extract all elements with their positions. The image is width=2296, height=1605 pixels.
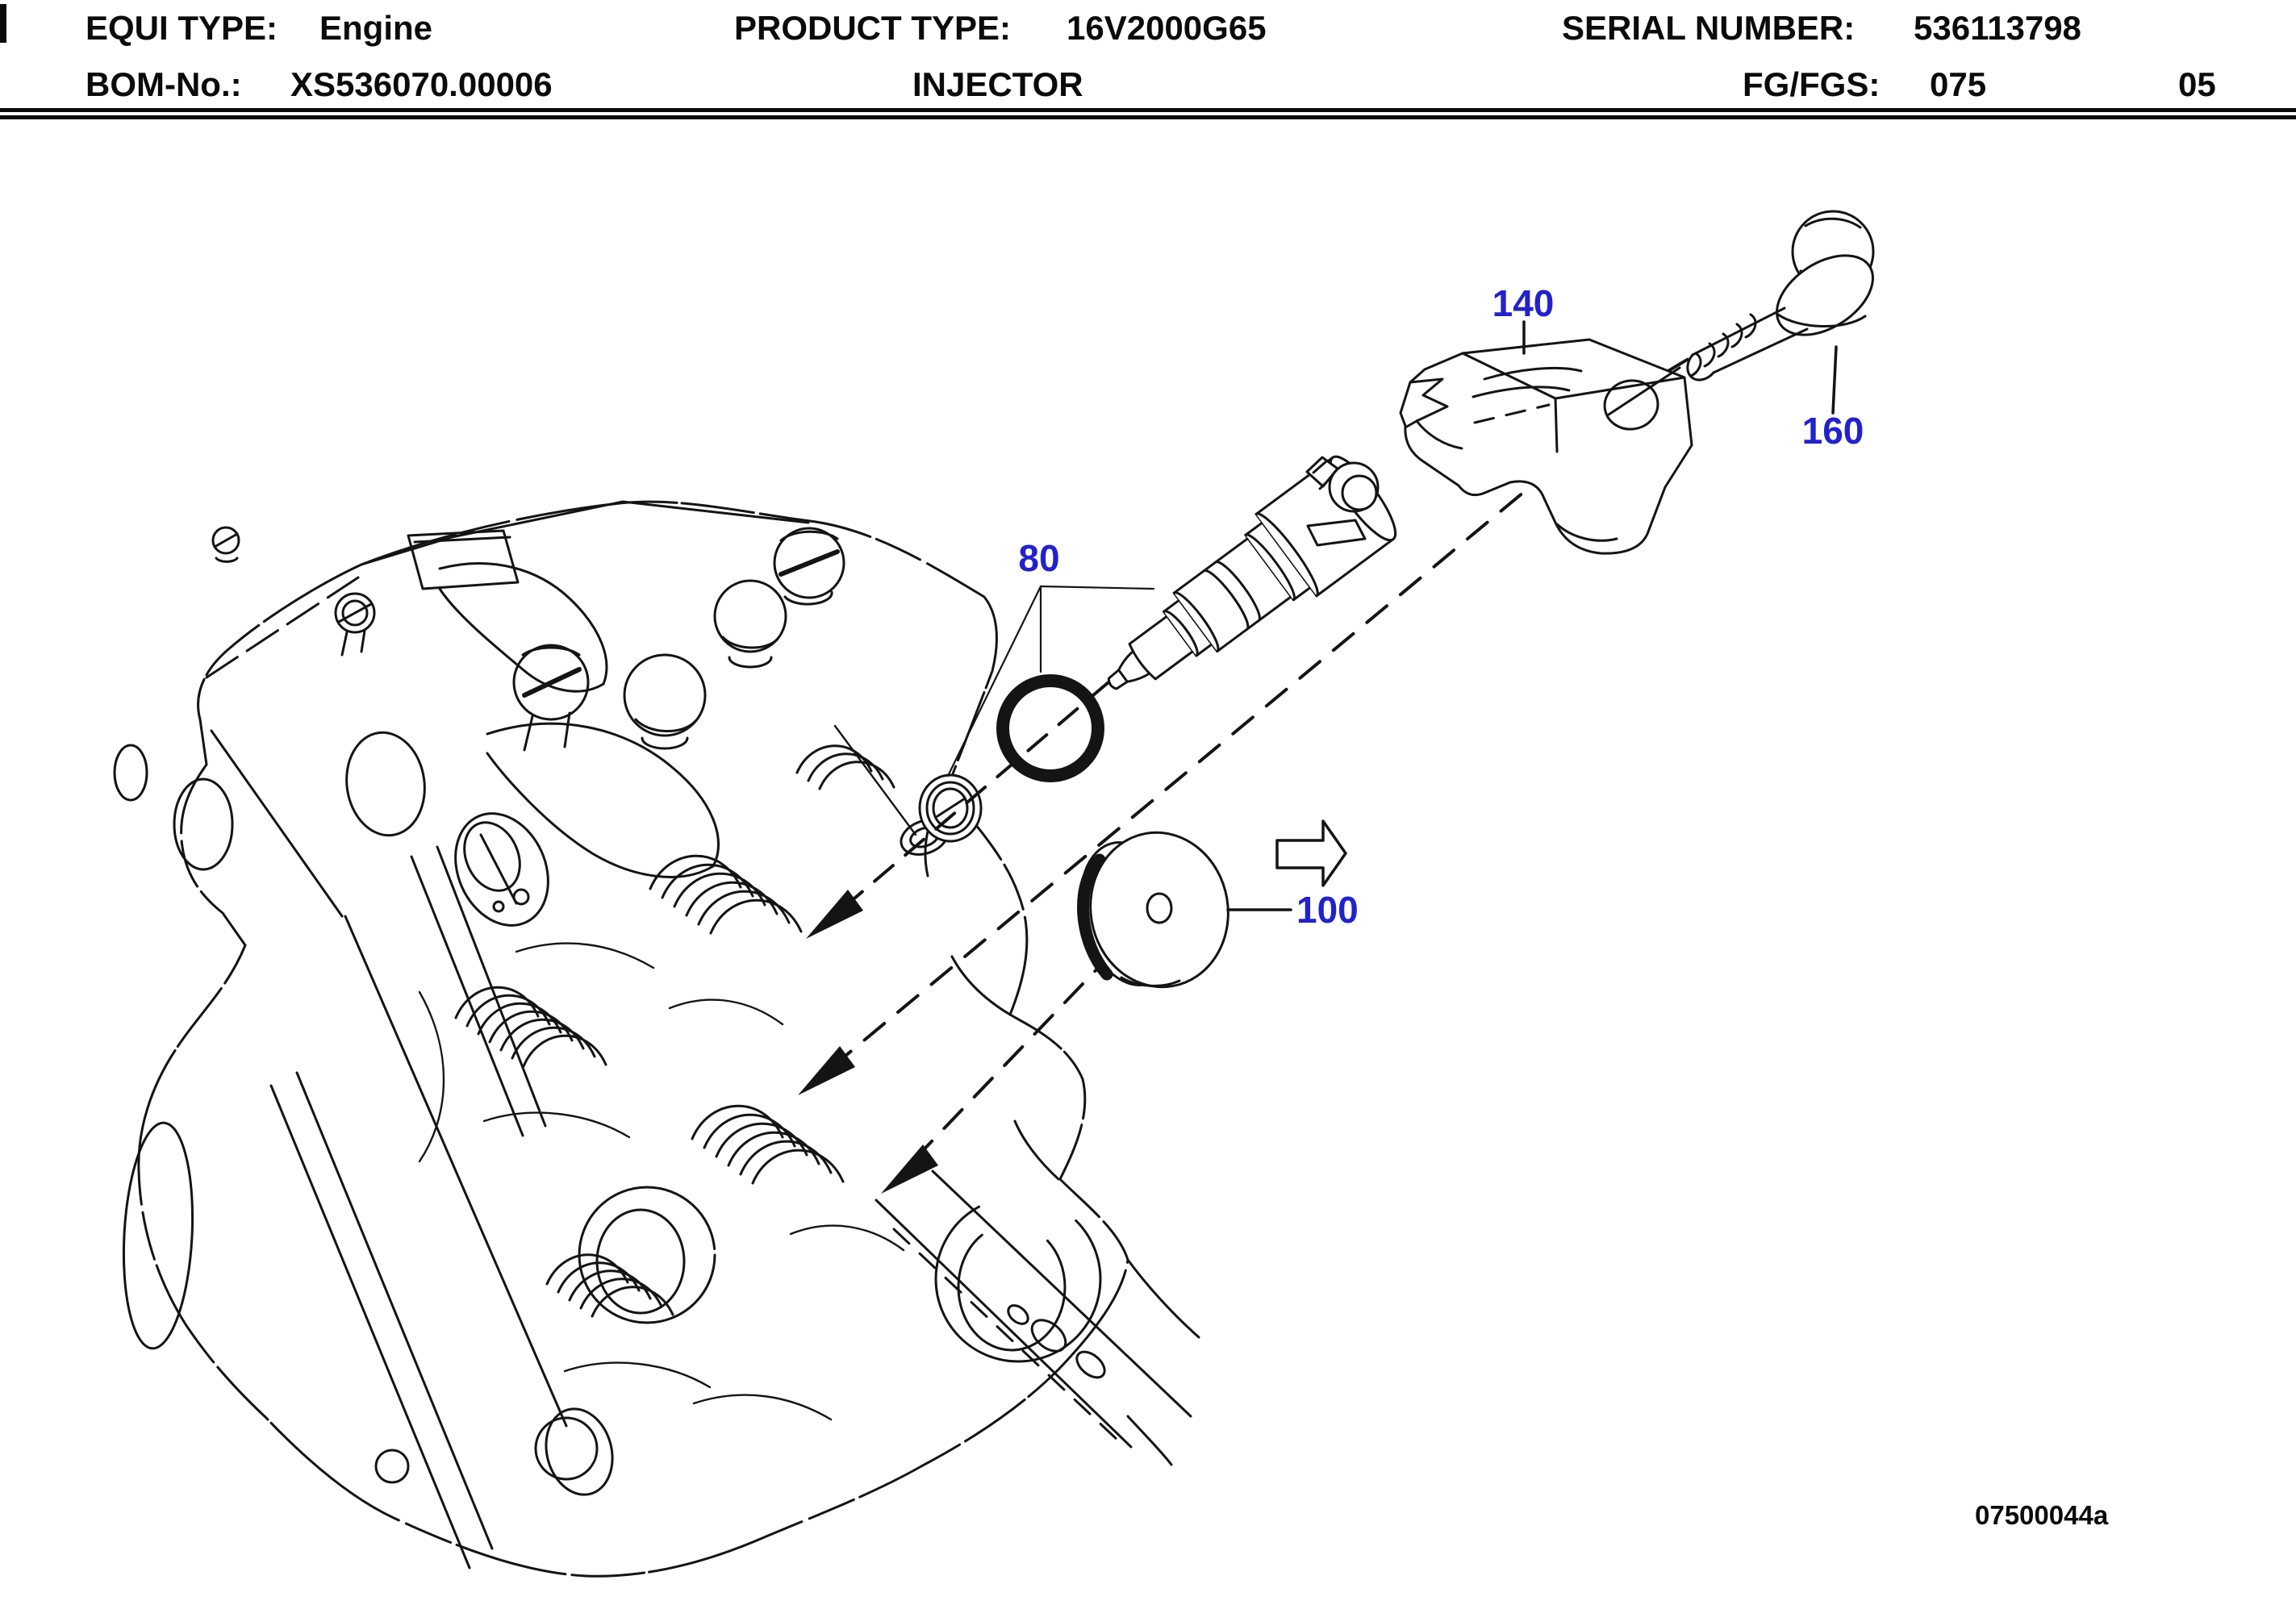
serial-number-label: SERIAL NUMBER: <box>1562 9 1856 47</box>
sketch-texture <box>418 724 917 1421</box>
insertion-arrowheads <box>798 890 938 1194</box>
pushrods <box>210 729 568 1570</box>
seal-washer <box>918 773 983 843</box>
valve-springs <box>454 744 895 1318</box>
o-ring <box>996 674 1104 782</box>
fg-fgs-value: 075 <box>1930 65 1987 103</box>
callout-100: 100 <box>1296 889 1359 931</box>
serial-number-value: 536113798 <box>1914 9 2081 47</box>
equi-type-label: EQUI TYPE: <box>86 9 278 47</box>
cylinder-head-drawing <box>113 500 1200 1578</box>
casting-openings <box>113 731 614 1496</box>
sheet-number: 05 <box>2178 65 2216 103</box>
clamp-bolt <box>1686 210 1875 381</box>
callout-80: 80 <box>1018 537 1059 579</box>
equi-type-value: Engine <box>319 9 433 47</box>
product-type-value: 16V2000G65 <box>1067 9 1267 47</box>
callout-160: 160 <box>1802 410 1864 452</box>
axis-line-bolt-upper-dash <box>1665 355 1694 373</box>
callout-140: 140 <box>1492 282 1555 324</box>
injector-clamp <box>1399 338 1693 555</box>
product-type-label: PRODUCT TYPE: <box>734 9 1012 47</box>
callout-leader-lines <box>946 320 1838 911</box>
cylinder-head-plug <box>1077 831 1229 989</box>
valve-adjust-screws <box>211 526 845 752</box>
bom-number-value: XS536070.00006 <box>290 65 553 103</box>
bom-number-label: BOM-No.: <box>86 65 242 103</box>
header-divider <box>0 108 2296 119</box>
injector-body <box>1107 455 1397 690</box>
axis-line-injector <box>842 671 1121 909</box>
fg-fgs-label: FG/FGS: <box>1743 65 1881 103</box>
drawing-number: 07500044a <box>1975 1500 2109 1530</box>
head-bores <box>578 819 1102 1363</box>
direction-arrow-icon <box>1275 819 1347 887</box>
scan-artifact <box>0 4 6 43</box>
rocker-arms <box>438 562 720 878</box>
assembly-axis-lines <box>829 474 1545 1161</box>
spring-retainer <box>454 812 549 927</box>
page-title: INJECTOR <box>912 65 1083 103</box>
valve-stem-knobs <box>623 579 787 750</box>
